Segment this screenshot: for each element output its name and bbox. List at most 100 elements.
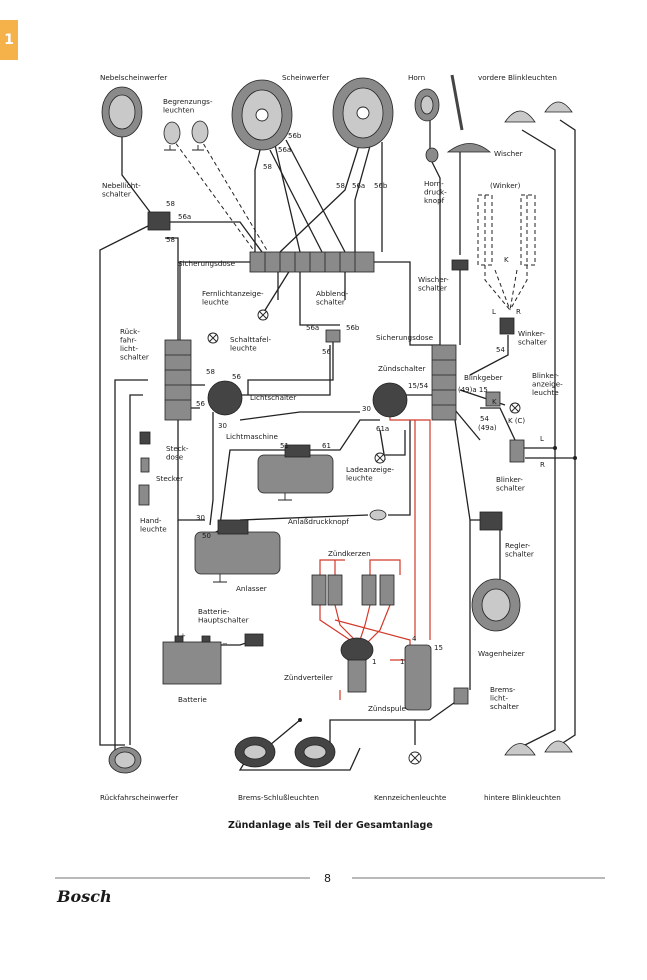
terminal-50: 50: [202, 532, 211, 540]
charge-indicator-icon: [374, 452, 386, 464]
front-indicators-icon: [504, 101, 573, 123]
battery-icon: [162, 635, 222, 685]
terminal-L: L: [492, 308, 496, 316]
indicator-switch-icon: [509, 439, 525, 463]
ignition-coil-icon: [404, 644, 432, 711]
indicator-lamp-icon: [509, 402, 521, 414]
headlight-left-icon: [231, 79, 293, 151]
parking-lights-icon: [163, 120, 209, 151]
page-tag: 1: [0, 20, 18, 60]
terminal-1a: 1: [372, 658, 376, 666]
reversing-light-icon: [108, 746, 142, 774]
terminal-15-spule: 15: [434, 644, 443, 652]
terminal-56a-abbl: 56a: [306, 324, 319, 332]
battery-main-switch-icon: [244, 633, 264, 647]
terminal-56b-abbl: 56b: [346, 324, 360, 332]
fog-light-switch-icon: [147, 211, 171, 231]
terminal-1b: 1: [400, 658, 404, 666]
label-fernlichtanzeigeleuchte: Fernlichtanzeige-leuchte: [202, 289, 264, 307]
page-tag-number: 1: [4, 32, 14, 48]
terminal-56-licht: 56: [232, 373, 241, 381]
headlight-right-icon: [332, 77, 394, 149]
terminal-56-licht2: 56: [196, 400, 205, 408]
label-nebelscheinwerfer: Nebelscheinwerfer: [100, 73, 167, 82]
terminal-30-anl: 30: [196, 514, 205, 522]
terminal-54-wink: 54: [496, 346, 505, 354]
dimmer-switch-icon: [325, 329, 341, 343]
fuse-box-top-icon: [249, 251, 375, 273]
hand-lamp-icon: [138, 484, 150, 506]
plate-light-icon: [408, 751, 422, 765]
trafficator-arms-icon: [477, 194, 536, 266]
socket-icon: [139, 431, 151, 445]
terminal-15-54: 15/54: [408, 382, 429, 390]
light-switch-icon: [207, 380, 243, 416]
label-zuendspule: Zündspule: [368, 704, 406, 713]
label-winker: (Winker): [490, 181, 521, 190]
label-lichtschalter: Lichtschalter: [250, 393, 296, 402]
terminal-49-k: K: [492, 398, 497, 406]
wiper-icon: [446, 74, 492, 153]
terminal-56a-right: 56a: [352, 182, 365, 190]
terminal-plus: +: [180, 632, 186, 640]
terminal-L-right: L: [540, 435, 544, 443]
terminal-4: 4: [412, 635, 417, 643]
label-rueckfahrscheinwerfer: Rückfahrscheinwerfer: [100, 793, 178, 802]
flasher-unit-icon: [485, 391, 501, 407]
label-lichtmaschine: Lichtmaschine: [226, 432, 279, 441]
wiper-switch-icon: [451, 259, 469, 271]
high-beam-indicator-icon: [257, 309, 269, 321]
label-reglerschalter: Regler-schalter: [505, 541, 534, 559]
terminal-R-right: R: [540, 461, 545, 469]
terminal-56a-nebel: 56a: [178, 213, 191, 221]
terminal-49a-15: (49)a 15: [458, 386, 488, 394]
label-wischerschalter: Wischer-schalter: [418, 275, 449, 293]
label-schalttafelleuchte: Schalttafel-leuchte: [230, 335, 271, 353]
terminal-R: R: [516, 308, 521, 316]
label-rueckfahrlichtschalter: Rück-fahr-licht-schalter: [120, 327, 149, 362]
left-fuse-column-icon: [164, 339, 192, 421]
label-zuendkerzen: Zündkerzen: [328, 549, 371, 558]
label-sicherungsdose-right: Sicherungsdose: [376, 333, 434, 342]
trafficator-switch-icon: [499, 317, 515, 335]
fuse-box-right-icon: [431, 344, 457, 421]
terminal-54-bl: 54: [480, 415, 489, 423]
label-nebellichtschalter: Nebellicht-schalter: [102, 181, 141, 199]
terminal-30-zuend: 30: [362, 405, 371, 413]
terminal-58-nebel: 58: [166, 200, 175, 208]
label-zuendschalter: Zündschalter: [378, 364, 425, 373]
label-batterie: Batterie: [178, 695, 207, 704]
terminal-61: 61: [322, 442, 331, 450]
horn-button-icon: [425, 147, 439, 163]
label-bremslichtschalter: Brems-licht-schalter: [490, 685, 519, 711]
label-wagenheizer: Wagenheizer: [478, 649, 525, 658]
distributor-icon: [340, 637, 374, 693]
label-blinkeranzeigeleuchte: Blinker-anzeige-leuchte: [532, 371, 563, 397]
label-hintere-blinkleuchten: hintere Blinkleuchten: [484, 793, 561, 802]
component-labels: Nebelscheinwerfer Begrenzungs-leuchten S…: [100, 73, 563, 802]
terminal-labels: 56b 56a 58 58 56a 56b 58 56a 58 56a 56b …: [166, 132, 545, 666]
label-anlasser: Anlasser: [236, 584, 267, 593]
terminal-58-licht: 58: [206, 368, 215, 376]
terminal-56b-top: 56b: [288, 132, 302, 140]
terminal-58-top: 58: [263, 163, 272, 171]
label-wischer: Wischer: [494, 149, 523, 158]
label-abblendschalter: Abblend-schalter: [316, 289, 349, 307]
label-sicherungsdose-top: Sicherungsdose: [178, 259, 236, 268]
label-batterie-hauptschalter: Batterie-Hauptschalter: [198, 607, 249, 625]
label-brems-schlussleuchten: Brems-Schlußleuchten: [238, 793, 319, 802]
heater-icon: [471, 578, 521, 632]
terminal-49a-b: (49a): [478, 424, 497, 432]
diagram-caption: Zündanlage als Teil der Gesamtanlage: [228, 820, 433, 831]
dash-light-icon: [207, 332, 219, 344]
label-ladeanzeigeleuchte: Ladeanzeige-leuchte: [346, 465, 395, 483]
horn-icon: [414, 88, 440, 122]
label-anlassdruckknopf: Anlaßdruckknopf: [288, 517, 349, 526]
label-handleuchte: Hand-leuchte: [140, 516, 167, 534]
label-blinkerschalter: Blinker-schalter: [496, 475, 525, 493]
label-kennzeichenleuchte: Kennzeichenleuchte: [374, 793, 447, 802]
generator-icon: [257, 444, 334, 501]
starter-motor-icon: [194, 519, 281, 583]
label-vordere-blinkleuchten: vordere Blinkleuchten: [478, 73, 557, 82]
